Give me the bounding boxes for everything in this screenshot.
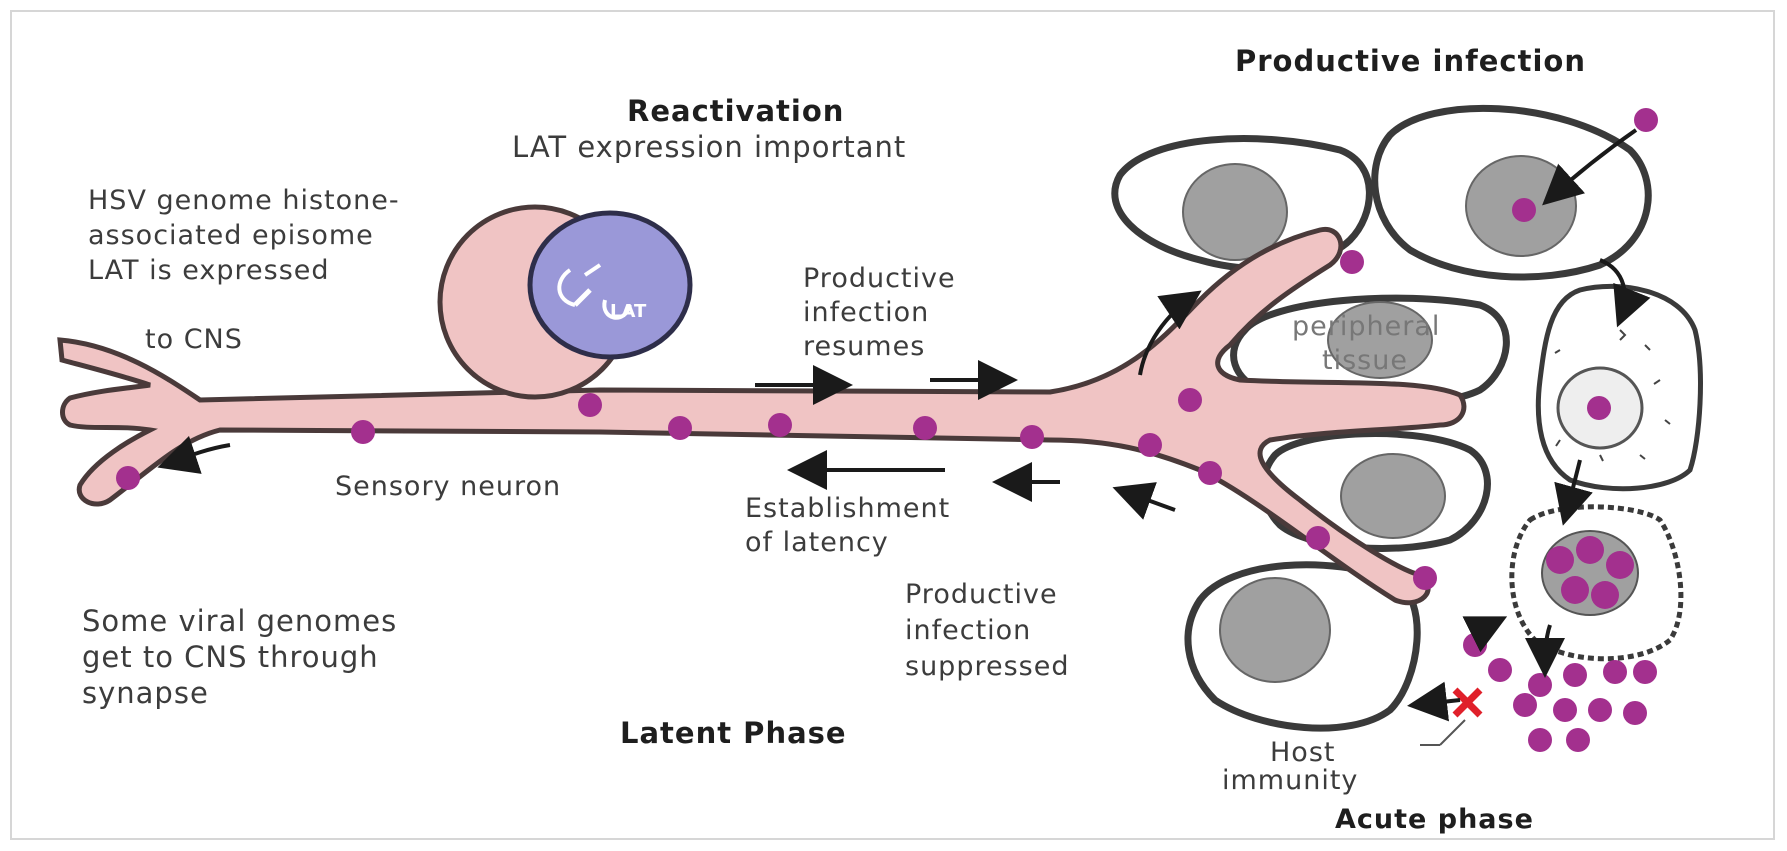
host-immunity-x-icon — [1455, 690, 1480, 715]
virion — [116, 466, 140, 490]
label-latent-phase: Latent Phase — [620, 716, 847, 750]
neuron-nucleus — [530, 213, 690, 357]
label-nucleus-lat: LAT — [610, 302, 646, 322]
virion — [1588, 698, 1612, 722]
virion — [1546, 546, 1574, 574]
virion — [1488, 658, 1512, 682]
virion — [1020, 425, 1044, 449]
label-productive-resumes-1: Productive — [803, 262, 956, 296]
label-reactivation: Reactivation — [627, 94, 844, 128]
virion — [768, 413, 792, 437]
label-hsv-genome-1: HSV genome histone- — [88, 184, 400, 218]
virion — [578, 393, 602, 417]
label-peripheral-tissue-1: peripheral — [1292, 310, 1440, 344]
arrow-immunity — [1415, 700, 1460, 705]
virion — [668, 416, 692, 440]
virion — [1623, 701, 1647, 725]
label-hsv-genome-2: associated episome — [88, 219, 374, 253]
virion — [1178, 388, 1202, 412]
cell-nucleus — [1341, 454, 1445, 538]
virion — [1553, 698, 1577, 722]
arrow-latency-3 — [1120, 490, 1175, 510]
virion — [1561, 576, 1589, 604]
label-hsv-genome-3: LAT is expressed — [88, 254, 330, 288]
label-productive-suppressed-1: Productive — [905, 578, 1058, 612]
label-host-immunity-2: immunity — [1222, 764, 1358, 798]
virion — [1528, 728, 1552, 752]
virion — [351, 420, 375, 444]
virion — [1606, 551, 1634, 579]
virion — [1566, 728, 1590, 752]
virion — [1413, 566, 1437, 590]
virion — [1633, 660, 1657, 684]
virion — [1563, 663, 1587, 687]
virion — [913, 416, 937, 440]
virion — [1591, 581, 1619, 609]
label-establishment-1: Establishment — [745, 492, 950, 526]
label-productive-resumes-3: resumes — [803, 330, 925, 364]
virion — [1306, 526, 1330, 550]
virion — [1528, 673, 1552, 697]
virion — [1634, 108, 1658, 132]
label-sensory-neuron: Sensory neuron — [335, 470, 561, 504]
label-productive-resumes-2: infection — [803, 296, 929, 330]
virion — [1340, 250, 1364, 274]
label-productive-infection: Productive infection — [1235, 44, 1586, 78]
label-acute-phase: Acute phase — [1335, 803, 1534, 837]
virion — [1576, 536, 1604, 564]
virion — [1603, 660, 1627, 684]
label-viral-genomes-1: Some viral genomes — [82, 604, 397, 638]
host-immunity-pointer — [1420, 720, 1465, 745]
label-establishment-2: of latency — [745, 526, 889, 560]
virion — [1198, 461, 1222, 485]
label-peripheral-tissue-2: tissue — [1322, 344, 1408, 378]
virion — [1513, 693, 1537, 717]
virion — [1138, 433, 1162, 457]
cell-nucleus — [1220, 578, 1330, 682]
label-lat-expression: LAT expression important — [512, 130, 906, 164]
virion — [1587, 396, 1611, 420]
label-viral-genomes-3: synapse — [82, 676, 209, 710]
virion — [1463, 633, 1487, 657]
label-to-cns: to CNS — [145, 323, 243, 357]
label-productive-suppressed-2: infection — [905, 614, 1031, 648]
arrow-spread — [1470, 620, 1500, 624]
virion — [1512, 198, 1536, 222]
label-productive-suppressed-3: suppressed — [905, 650, 1069, 684]
label-viral-genomes-2: get to CNS through — [82, 640, 379, 674]
